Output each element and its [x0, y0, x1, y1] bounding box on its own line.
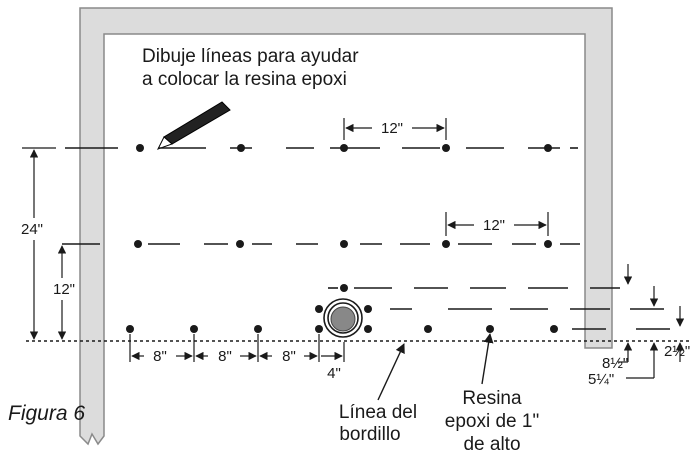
top-spacing-dimension — [343, 118, 447, 140]
epoxy-dot — [424, 325, 432, 333]
drain-icon — [323, 298, 363, 338]
instruction-line-2: a colocar la resina epoxi — [142, 69, 347, 90]
epoxy-dot — [237, 144, 245, 152]
mid-spacing-dimension — [445, 212, 549, 236]
epoxy-dot — [550, 325, 558, 333]
epoxy-dot — [442, 144, 450, 152]
mid-spacing-label: 12" — [483, 217, 505, 234]
spacing-label-2: 8" — [218, 348, 232, 365]
epoxy-dot — [236, 240, 244, 248]
offset-label: 4" — [327, 365, 341, 382]
pencil-icon — [156, 101, 231, 150]
height-24-dimension — [22, 147, 56, 340]
epoxy-dot — [340, 240, 348, 248]
height-24-label: 24" — [21, 221, 43, 238]
epoxy-dot — [364, 325, 372, 333]
epoxy-dot — [486, 325, 494, 333]
epoxy-dot — [544, 144, 552, 152]
spacing-label-1: 8" — [153, 348, 167, 365]
epoxy-dot — [442, 240, 450, 248]
right-label-c: 2½" — [664, 343, 690, 360]
wall-frame — [79, 7, 613, 446]
bottom-spacing-dimension — [129, 334, 345, 362]
curb-label-2: bordillo — [339, 424, 400, 445]
curb-callout-arrow — [377, 343, 405, 401]
epoxy-label-1: Resina — [462, 388, 522, 409]
epoxy-dot — [126, 325, 134, 333]
epoxy-dot — [544, 240, 552, 248]
right-label-a: 8½" — [602, 355, 628, 372]
epoxy-dot — [136, 144, 144, 152]
epoxy-dot — [315, 325, 323, 333]
epoxy-label-2: epoxi de 1" — [445, 411, 539, 432]
right-dimensions — [618, 264, 685, 379]
height-12-label: 12" — [53, 281, 75, 298]
epoxy-callout-arrow — [481, 333, 494, 385]
epoxy-dots-middle — [134, 240, 552, 248]
epoxy-dot — [254, 325, 262, 333]
epoxy-dot — [190, 325, 198, 333]
epoxy-dot — [134, 240, 142, 248]
spacing-label-3: 8" — [282, 348, 296, 365]
epoxy-dots-bottom — [126, 325, 558, 333]
right-label-b: 5¼" — [588, 371, 614, 388]
figure-label: Figura 6 — [8, 402, 85, 425]
epoxy-dot — [340, 144, 348, 152]
epoxy-dot — [315, 305, 323, 313]
epoxy-dot — [340, 284, 348, 292]
curb-label-1: Línea del — [339, 402, 417, 423]
instruction-line-1: Dibuje líneas para ayudar — [142, 46, 359, 67]
top-spacing-label: 12" — [381, 120, 403, 137]
epoxy-label-3: de alto — [463, 434, 520, 455]
epoxy-dot — [364, 305, 372, 313]
epoxy-dots-top — [136, 144, 552, 152]
